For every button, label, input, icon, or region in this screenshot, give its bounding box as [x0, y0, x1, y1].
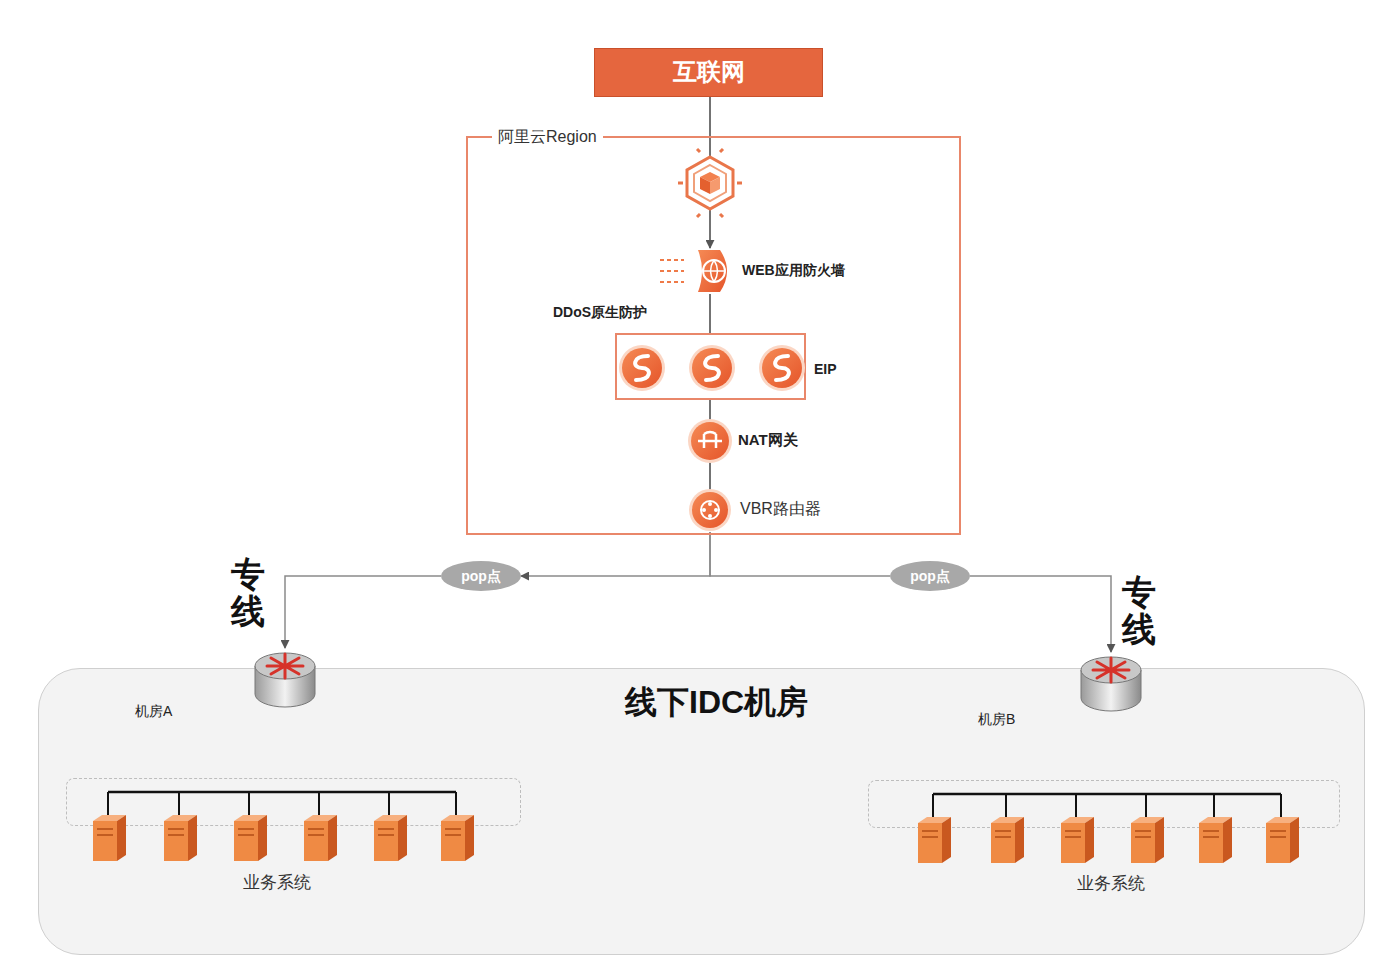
eip-group-graphic: [617, 335, 804, 398]
router-b-graphic: [1079, 652, 1143, 716]
connector: [710, 532, 890, 576]
nat-icon: [688, 419, 732, 463]
connector: [521, 532, 710, 576]
waf-node: WEB应用防火墙: [690, 248, 865, 294]
plain-label: DDoS原生防护: [553, 304, 647, 322]
node-label: 线下IDC机房: [625, 683, 808, 721]
servers-icon: [918, 794, 1299, 863]
servers-icon: [93, 792, 474, 861]
router-icon: [1081, 657, 1141, 711]
idc-panel: 机房A 业务系统 机房B 业务系统 线下IDC机房: [38, 668, 1365, 955]
node-label: 机房A: [135, 703, 172, 720]
node-label: 业务系统: [243, 873, 311, 893]
connector: [970, 576, 1111, 652]
pop-ellipse: pop点: [441, 561, 521, 591]
pop-ellipse: pop点: [890, 561, 970, 591]
vbr-router: VBR路由器: [690, 490, 840, 532]
edge-label: 专线: [1122, 574, 1156, 649]
waf-icon: [660, 250, 727, 292]
connector: [709, 462, 711, 490]
node-label: 业务系统: [1077, 874, 1145, 894]
nat-gateway: NAT网关: [690, 420, 815, 462]
router-a-graphic: [253, 648, 317, 712]
node-label: VBR路由器: [740, 499, 821, 518]
edge-label: 专线: [231, 556, 265, 631]
server-group-graphic: [869, 781, 1339, 827]
node-label: pop点: [910, 568, 950, 585]
eip-group: EIP: [615, 333, 806, 400]
node-label: NAT网关: [738, 431, 798, 449]
router-a: 机房A: [253, 648, 317, 712]
cloud-region: WEB应用防火墙EIPNAT网关VBR路由器阿里云Region: [466, 136, 961, 535]
node-label: 机房B: [978, 711, 1015, 728]
node-label: EIP: [814, 361, 837, 378]
internet-box: 互联网: [594, 48, 823, 97]
eip-icon: [619, 345, 805, 391]
connector: [709, 294, 711, 333]
hexagon-icon: [678, 149, 742, 217]
connector: [285, 576, 441, 648]
router-icon: [255, 653, 315, 707]
server-group-graphic: [67, 779, 520, 825]
vbr-icon: [689, 489, 731, 531]
router-b: 机房B: [1079, 652, 1143, 716]
server-group: 业务系统: [868, 780, 1340, 828]
node-label: pop点: [461, 568, 501, 585]
connector: [709, 400, 711, 420]
node-label: 阿里云Region: [492, 127, 603, 146]
node-label: 互联网: [673, 58, 745, 87]
server-group: 业务系统: [66, 778, 521, 826]
node-label: WEB应用防火墙: [742, 262, 845, 279]
